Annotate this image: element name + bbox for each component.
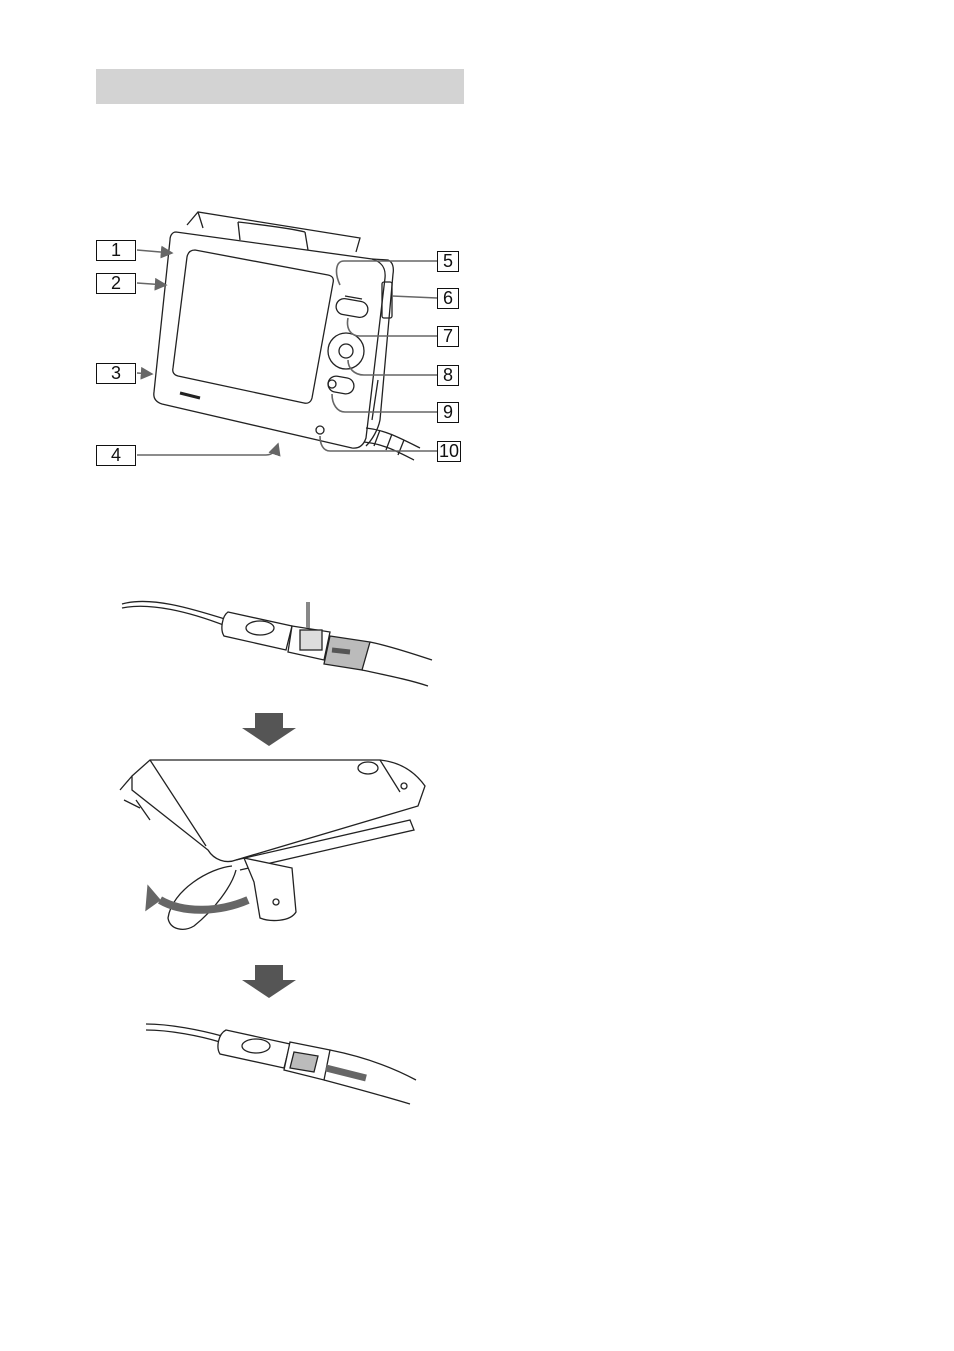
step-arrow-1	[242, 713, 296, 746]
strap-step-1-illustration	[122, 601, 432, 686]
callout-10: 10	[437, 441, 461, 462]
strap-step-2-illustration	[120, 760, 425, 929]
callout-1: 1	[96, 240, 136, 261]
callout-6: 6	[437, 288, 459, 309]
strap-step-3-illustration	[146, 1024, 416, 1104]
callout-3: 3	[96, 363, 136, 384]
callout-9: 9	[437, 402, 459, 423]
callout-4: 4	[96, 445, 136, 466]
step-arrow-2	[242, 965, 296, 998]
callout-5: 5	[437, 251, 459, 272]
callout-8: 8	[437, 365, 459, 386]
callout-2: 2	[96, 273, 136, 294]
callout-7: 7	[437, 326, 459, 347]
